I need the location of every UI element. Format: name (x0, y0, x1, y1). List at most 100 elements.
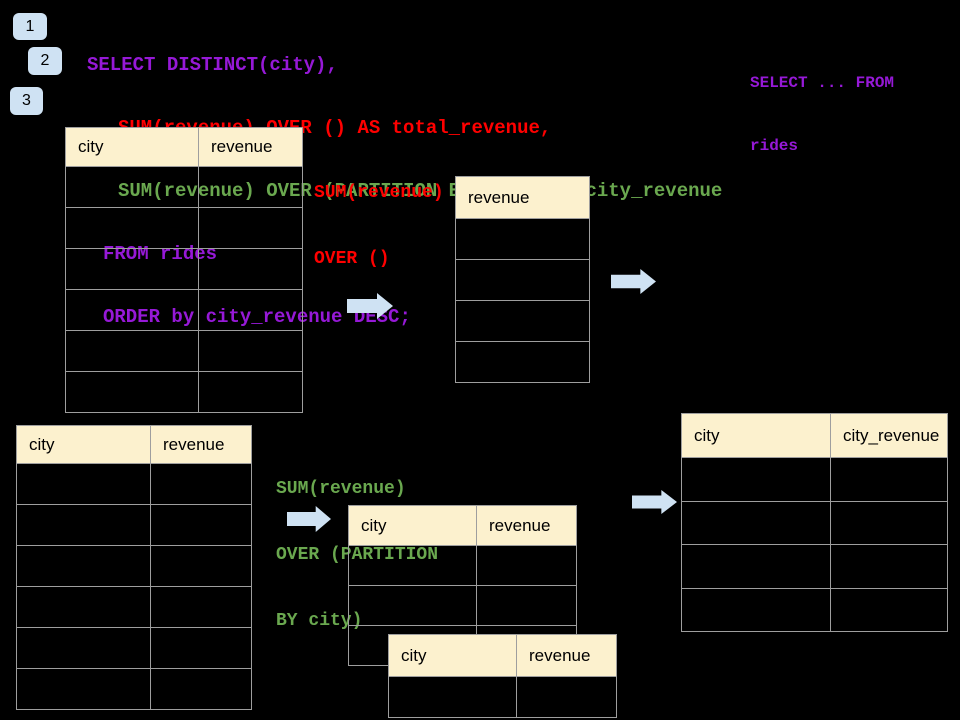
empty-cell (681, 457, 831, 502)
empty-cell (65, 166, 199, 208)
step-badge-3: 3 (10, 87, 43, 115)
arrow-right-icon (347, 293, 393, 319)
table-row (16, 463, 252, 505)
empty-cell (198, 248, 303, 290)
empty-cell (198, 330, 303, 372)
empty-cell (65, 289, 199, 331)
table-row (681, 457, 948, 502)
table-row (348, 545, 577, 586)
empty-cell (681, 544, 831, 589)
sql-code-line: SELECT DISTINCT(city), (87, 54, 338, 76)
empty-cell (65, 330, 199, 372)
step-badge-label: 2 (40, 52, 50, 69)
empty-cell (455, 341, 590, 383)
empty-cell (16, 504, 151, 546)
empty-cell (150, 545, 252, 587)
column-header: revenue (455, 176, 590, 219)
table-row (348, 585, 577, 626)
step-badge-1: 1 (13, 13, 47, 40)
table-row (455, 218, 590, 260)
empty-cell (150, 627, 252, 669)
side-note-line: SELECT ... FROM (750, 74, 895, 92)
empty-cell (388, 676, 517, 718)
column-header: city_revenue (830, 413, 948, 458)
column-header: city (388, 634, 517, 677)
empty-cell (65, 371, 199, 413)
arrow-right-icon (632, 490, 677, 514)
empty-cell (830, 544, 948, 589)
step-badge-label: 1 (25, 17, 35, 35)
table-row (16, 545, 252, 587)
empty-cell (830, 500, 948, 545)
empty-cell (16, 463, 151, 505)
arrow-right-icon (611, 269, 656, 294)
empty-cell (455, 218, 590, 260)
empty-cell (348, 545, 477, 586)
side-note: SELECT ... FROM rides (750, 31, 894, 199)
table-row (65, 248, 303, 290)
empty-cell (198, 166, 303, 208)
empty-cell (198, 289, 303, 331)
table-row (16, 668, 252, 710)
column-header: revenue (150, 425, 252, 464)
table-row (455, 341, 590, 383)
empty-cell (16, 545, 151, 587)
table-row (65, 289, 303, 331)
table-total-revenue-result: revenue (455, 176, 590, 383)
empty-cell (150, 586, 252, 628)
table-row (65, 330, 303, 372)
empty-cell (198, 371, 303, 413)
column-header: revenue (516, 634, 617, 677)
empty-cell (348, 585, 477, 626)
annotation-line: SUM(revenue) (314, 183, 444, 203)
arrow-right-icon (287, 506, 331, 532)
header-row: revenue (455, 176, 590, 219)
table-row (455, 300, 590, 342)
table-row (388, 676, 617, 718)
table-row (681, 500, 948, 545)
table-row (16, 586, 252, 628)
table-row (16, 504, 252, 546)
annotation-line: SUM(revenue) (276, 479, 406, 499)
column-header: revenue (476, 505, 577, 546)
empty-cell (830, 457, 948, 502)
annotation-line: OVER () (314, 249, 390, 269)
table-row (65, 371, 303, 413)
table-row (65, 166, 303, 208)
empty-cell (150, 668, 252, 710)
empty-cell (198, 207, 303, 249)
table-row (455, 259, 590, 301)
empty-cell (65, 207, 199, 249)
empty-cell (516, 676, 617, 718)
empty-cell (455, 259, 590, 301)
step-badge-label: 3 (22, 92, 31, 109)
column-header: revenue (198, 127, 303, 167)
empty-cell (150, 463, 252, 505)
empty-cell (681, 500, 831, 545)
empty-cell (150, 504, 252, 546)
empty-cell (476, 585, 577, 626)
empty-cell (16, 668, 151, 710)
annotation-total-revenue: SUM(revenue) OVER () (314, 138, 444, 314)
table-row (681, 587, 948, 632)
column-header: city (681, 413, 831, 458)
step-badge-2: 2 (28, 47, 62, 75)
table-row (16, 627, 252, 669)
side-note-line: rides (750, 137, 799, 155)
empty-cell (65, 248, 199, 290)
column-header: city (16, 425, 151, 464)
empty-cell (681, 587, 831, 632)
empty-cell (16, 586, 151, 628)
empty-cell (455, 300, 590, 342)
empty-cell (476, 545, 577, 586)
empty-cell (830, 587, 948, 632)
